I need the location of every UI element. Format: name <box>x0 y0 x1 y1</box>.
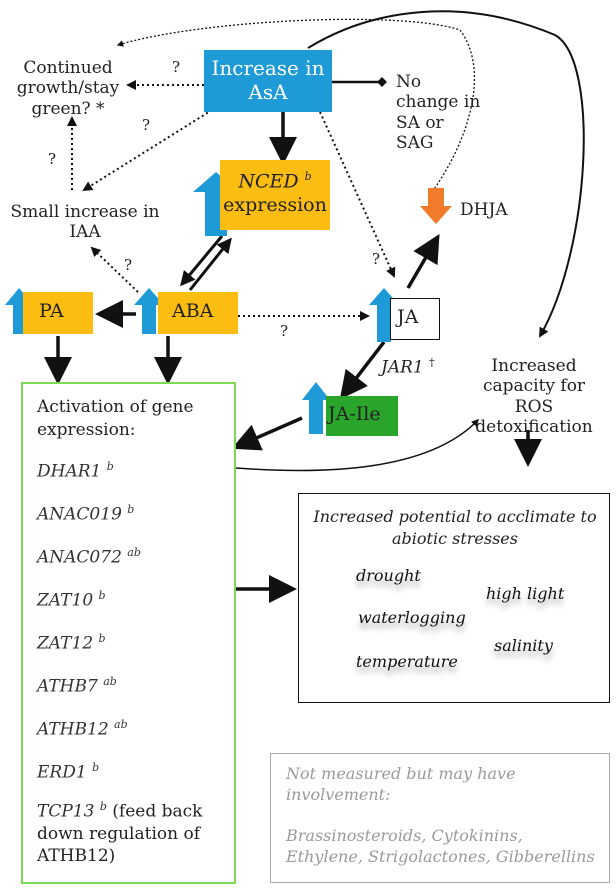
question-mark-aba-ja: ? <box>280 322 289 340</box>
gene-item: DHAR1 b <box>37 460 114 482</box>
asa-node: Increase in AsA <box>204 50 332 112</box>
jar1-label: JAR1 † <box>381 356 435 378</box>
gene-box-heading: Activation of gene expression: <box>37 397 194 440</box>
stress-salinity: salinity <box>494 636 553 655</box>
ja-to-jaile-arrow <box>339 340 386 400</box>
jaile-label: JA-Ile <box>328 403 381 425</box>
aba-up-arrow-icon <box>134 288 164 334</box>
not-measured-items: Brassinosteroids, Cytokinins, Ethylene, … <box>286 826 595 866</box>
dhja-to-growth-dotted-curve <box>116 18 476 196</box>
stress-waterlogging: waterlogging <box>358 608 466 627</box>
pa-label: PA <box>39 300 64 322</box>
acclimate-title: Increased potential to acclimate to abio… <box>313 507 597 548</box>
small-iaa-label: Small increase in IAA <box>10 202 160 243</box>
jaile-node: JA-Ile <box>326 396 398 436</box>
asa-label: Increase in AsA <box>211 56 325 104</box>
gene-item: ANAC072 ab <box>37 546 141 568</box>
aba-label: ABA <box>172 300 214 322</box>
ja-label: JA <box>397 306 419 328</box>
stress-high-light: high light <box>486 584 565 603</box>
ros-label: Increased capacity for ROS detoxificatio… <box>475 356 593 438</box>
gene-item: ATHB7 ab <box>37 675 117 697</box>
dhja-label: DHJA <box>460 200 508 220</box>
acclimate-box <box>298 493 610 703</box>
gene-item: ATHB12 ab <box>37 718 128 740</box>
gene-item: ZAT10 b <box>37 589 106 611</box>
gene-activation-box <box>21 382 236 884</box>
dhja-down-arrow-icon <box>420 188 452 224</box>
ja-node: JA <box>390 298 440 340</box>
stress-temperature: temperature <box>356 652 458 671</box>
gene-item: ANAC019 b <box>37 503 135 525</box>
nced-expression-label: expression <box>223 194 327 217</box>
jaile-to-genes-arrow <box>231 416 303 451</box>
nced-to-aba-arrow <box>180 235 224 287</box>
jaile-up-arrow-icon <box>302 382 330 434</box>
no-change-label: No change in SA or SAG <box>396 72 481 154</box>
not-measured-title: Not measured but may have involvement: <box>286 764 516 804</box>
question-mark-aba-iaa: ? <box>124 256 133 274</box>
aba-to-nced-arrow <box>188 237 232 291</box>
pa-node: PA <box>23 292 93 334</box>
nced-gene-label: NCED <box>238 170 299 193</box>
dhar1-to-ros-curve <box>235 418 480 472</box>
nced-node: NCED b expression <box>220 160 330 230</box>
nced-sup: b <box>304 170 312 183</box>
question-mark-asa-growth: ? <box>172 58 181 76</box>
stress-drought: drought <box>356 566 421 585</box>
ja-to-dhja-arrow <box>406 233 440 289</box>
aba-to-iaa-dotted-arrow <box>90 246 139 293</box>
gene-item-tcp13: TCP13 b (feed back down regulation of AT… <box>37 800 203 866</box>
gene-item: ERD1 b <box>37 761 100 783</box>
asa-to-ros-curve <box>307 10 585 338</box>
asa-to-ja-dotted-arrow <box>319 111 396 278</box>
continued-growth-label: Continued growth/stay green? * <box>16 58 120 119</box>
question-mark-iaa-growth: ? <box>48 150 57 168</box>
asa-to-iaa-dotted-arrow <box>82 109 213 192</box>
question-mark-asa-iaa: ? <box>142 116 151 134</box>
gene-item: ZAT12 b <box>37 632 106 654</box>
question-mark-asa-ja: ? <box>372 250 381 268</box>
aba-node-body: ABA <box>158 292 238 334</box>
not-measured-box <box>270 753 610 883</box>
